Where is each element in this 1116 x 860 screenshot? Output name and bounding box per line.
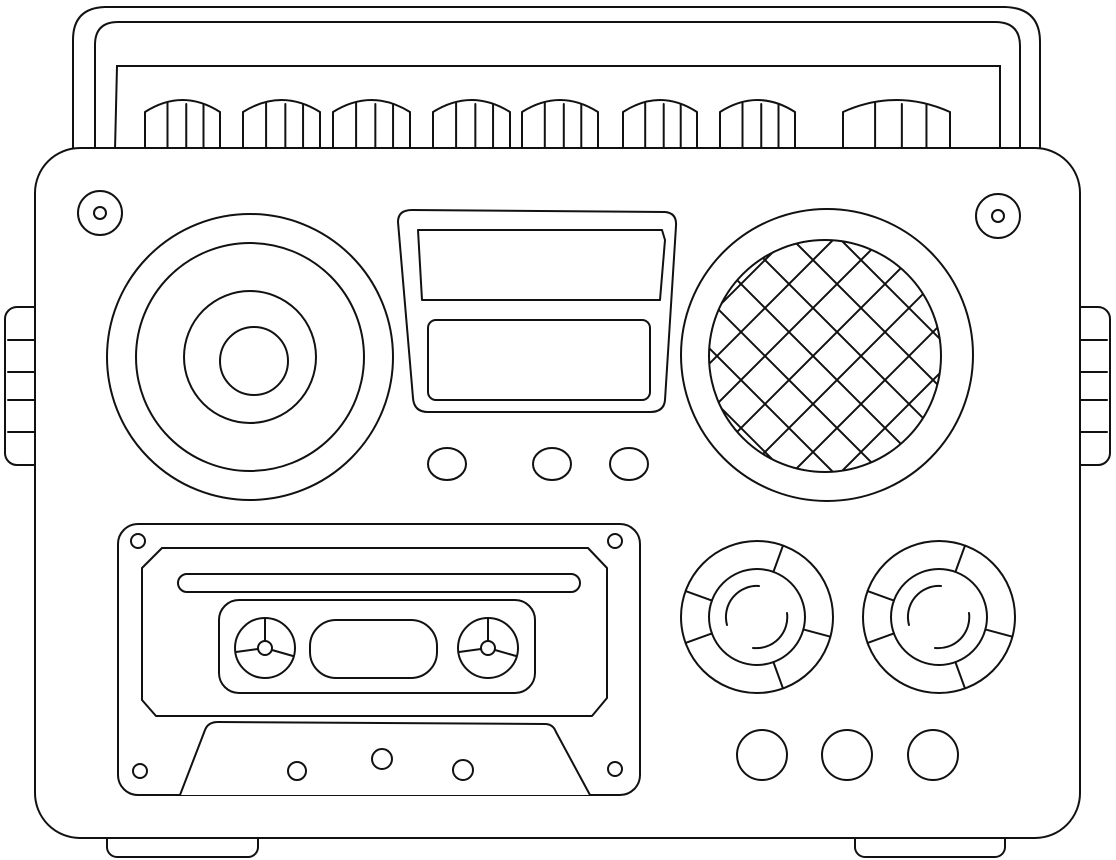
grille-line [709,240,941,472]
button-3[interactable] [609,447,649,481]
left-reel [234,617,296,679]
volume-dial[interactable] [862,540,1016,694]
right-reel [457,617,519,679]
top-knob[interactable] [242,99,321,151]
top-knob[interactable] [521,99,599,151]
screw-top-left [77,190,123,236]
top-knob[interactable] [842,99,951,151]
screw-top-right [975,193,1021,239]
display-buttons [427,447,649,481]
grille-line [709,240,941,472]
right-speaker [680,208,974,502]
tape-window [309,619,438,679]
left-speaker [106,213,394,501]
top-knob[interactable] [622,99,698,151]
button-1[interactable] [427,447,467,481]
round-button-3[interactable] [907,729,959,781]
round-button-2[interactable] [821,729,873,781]
top-knob[interactable] [432,99,511,151]
round-button-1[interactable] [736,729,788,781]
deck-screw [607,533,623,549]
grille-line [709,240,941,472]
top-knob[interactable] [719,99,796,151]
display-panel [397,209,678,413]
deck-screw [132,763,148,779]
cassette-label-slot [177,573,581,593]
tuner-screen [417,229,666,301]
button-2[interactable] [532,447,572,481]
deck-screw [130,533,146,549]
deck-screw [607,761,623,777]
top-knob[interactable] [144,99,221,151]
lcd-screen [427,319,651,401]
cassette-deck [117,523,641,796]
top-knob-row [144,99,951,151]
bottom-buttons [736,729,959,781]
speaker-grille [709,240,941,472]
top-knob[interactable] [332,99,411,151]
grille-line [709,240,918,472]
volume-dial[interactable] [680,540,834,694]
grille-line [709,240,941,472]
